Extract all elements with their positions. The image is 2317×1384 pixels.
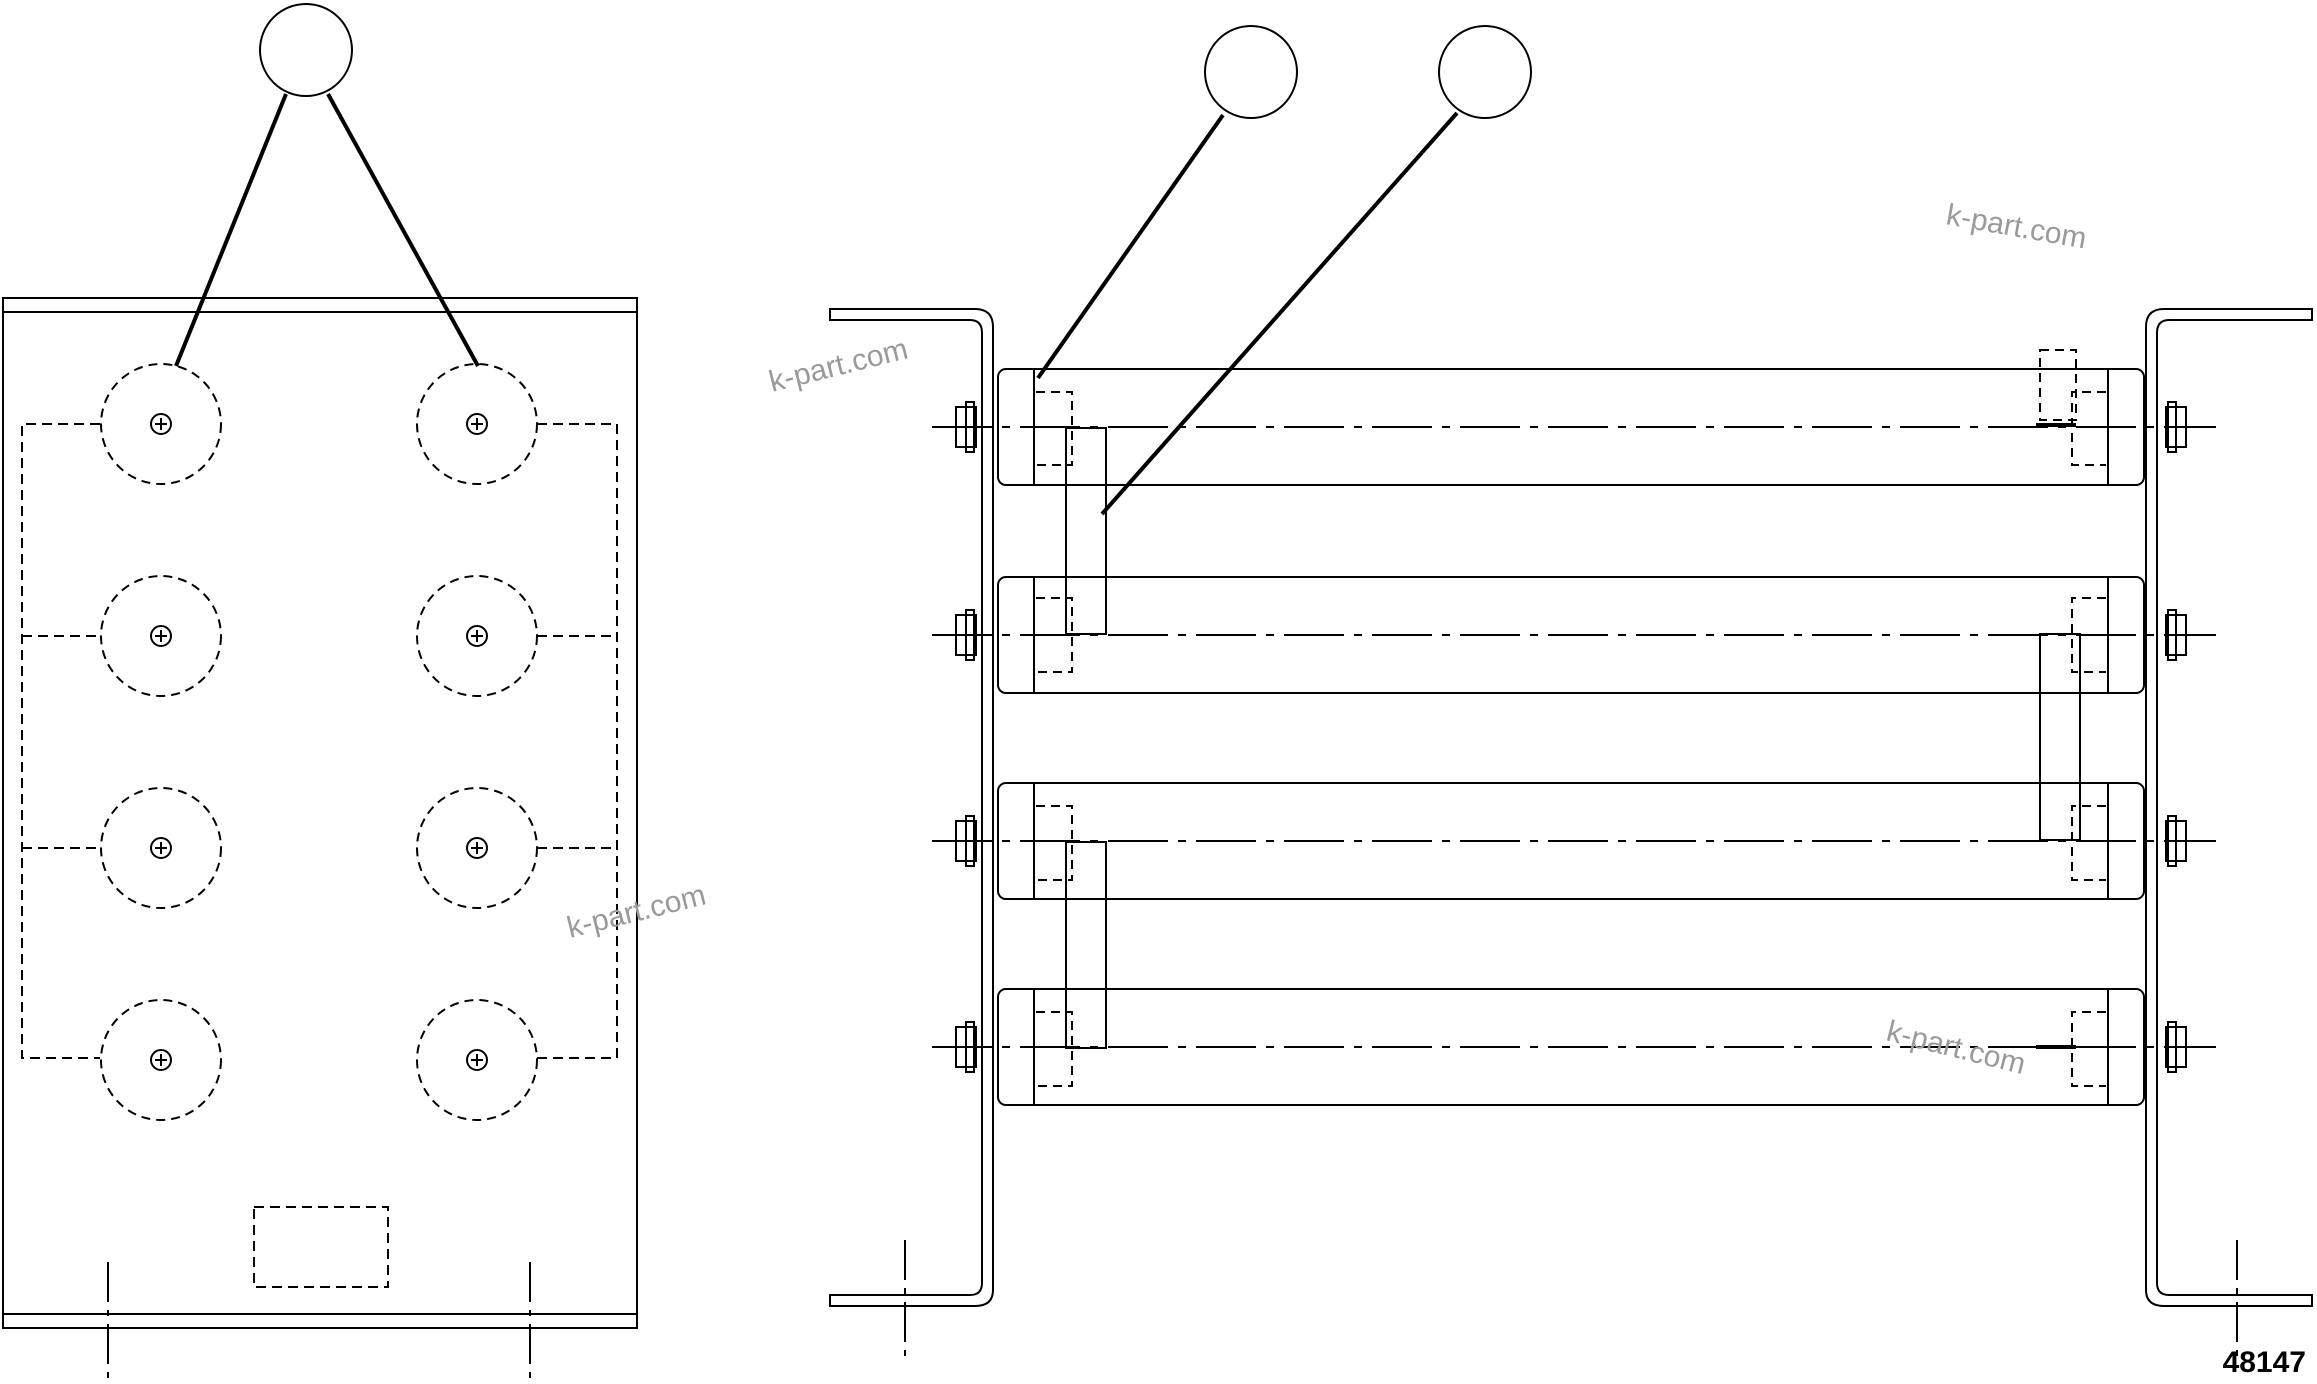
leader-line	[174, 93, 288, 367]
terminal-clip	[1036, 597, 1073, 673]
mounting-hole-right-2	[416, 575, 538, 697]
mounting-hole-left-4	[100, 999, 222, 1121]
nut-icon	[2165, 815, 2200, 867]
terminal-clip	[1036, 805, 1073, 881]
callout-front-mounting	[174, 3, 480, 367]
screw-icon	[150, 1049, 172, 1071]
mounting-hole-left-3	[100, 787, 222, 909]
jumper-strap-3-4	[1065, 841, 1107, 1049]
resistor-tube	[997, 576, 2145, 694]
screw-symbols	[150, 413, 488, 1071]
nut-icon	[944, 609, 977, 661]
right-bracket	[2145, 308, 2313, 1307]
terminal-clip	[2071, 391, 2106, 466]
mounting-plate-front-view	[2, 297, 638, 1384]
right-wire-run	[537, 423, 618, 1059]
mounting-hole-right-1	[416, 363, 538, 485]
nut-icon	[944, 401, 977, 453]
callout-bubble	[1204, 25, 1298, 119]
watermark-text: k-part.com	[766, 332, 911, 398]
mounting-hole-left-1	[100, 363, 222, 485]
screw-icon	[150, 625, 172, 647]
callout-jumper-strap	[1100, 25, 1532, 516]
mounting-hole-right-4	[416, 999, 538, 1121]
screw-icon	[466, 1049, 488, 1071]
callout-resistor-tube	[1036, 25, 1298, 380]
terminal-clip	[1036, 391, 1073, 466]
nut-icon	[944, 1021, 977, 1073]
resistor-tube	[997, 782, 2145, 900]
jumper-strap-1-2	[1065, 427, 1107, 635]
plate-outline	[2, 297, 638, 1329]
jumper-straps	[1065, 423, 2081, 1049]
callout-bubble	[259, 3, 353, 97]
resistor-tube	[997, 988, 2145, 1106]
right-fasteners	[2165, 401, 2200, 1073]
mounting-hole-left-2	[100, 575, 222, 697]
left-wire-run	[21, 423, 100, 1059]
screw-icon	[150, 413, 172, 435]
left-bracket	[829, 308, 994, 1307]
screw-icon	[466, 625, 488, 647]
screw-icon	[150, 837, 172, 859]
watermark-text: k-part.com	[1883, 1015, 2028, 1081]
resistor-tube	[997, 368, 2145, 486]
left-fasteners	[944, 401, 977, 1073]
hidden-wiring-runs	[21, 423, 618, 1059]
jumper-strap-2-3	[2039, 633, 2081, 841]
hidden-slot	[253, 1206, 389, 1288]
screw-icon	[466, 837, 488, 859]
nut-icon	[2165, 609, 2200, 661]
nut-icon	[2165, 401, 2200, 453]
mounting-hole-right-3	[416, 787, 538, 909]
nut-icon	[944, 815, 977, 867]
resistor-assembly-side-view	[829, 308, 2313, 1360]
terminal-clip	[1036, 1011, 1073, 1087]
watermark-text: k-part.com	[1944, 198, 2089, 255]
figure-number: 48147	[2223, 1346, 2306, 1379]
terminal-clip	[2071, 1011, 2106, 1087]
nut-icon	[2165, 1021, 2200, 1073]
screw-icon	[466, 413, 488, 435]
terminal-clip-top	[2039, 349, 2077, 421]
leader-line	[1036, 113, 1225, 380]
callout-bubble	[1438, 25, 1532, 119]
mounting-hole-circles	[100, 363, 538, 1121]
tube-centerlines	[932, 426, 2216, 1048]
terminal-clip	[2071, 805, 2106, 881]
terminal-clip	[2071, 597, 2106, 673]
hidden-terminal-clips	[1036, 349, 2106, 1087]
leader-line	[1100, 111, 1459, 516]
leader-line	[326, 93, 480, 367]
